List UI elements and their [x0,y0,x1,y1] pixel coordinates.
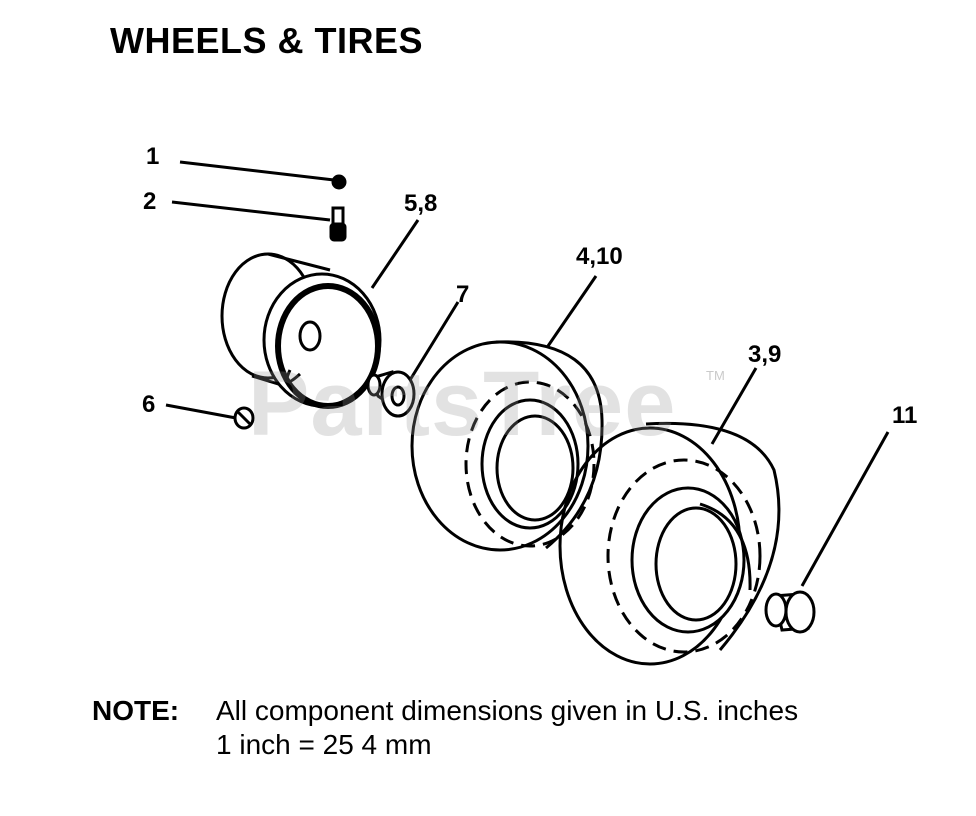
wheel-rim-part [220,252,382,409]
leader-2 [171,200,331,222]
leader-58 [370,219,420,289]
callout-2: 2 [143,188,157,215]
center-cap-part [764,590,816,634]
leader-410 [546,275,598,347]
bushing-part [366,370,416,418]
note-line-1: All component dimensions given in U.S. i… [216,695,799,726]
callout-3-9: 3,9 [748,341,782,368]
leader-7 [408,301,460,381]
callout-6: 6 [142,391,156,418]
callout-4-10: 4,10 [576,243,623,270]
leader-11 [800,431,890,587]
callout-1: 1 [146,143,160,170]
leader-6 [165,403,237,420]
leader-1 [179,160,335,182]
watermark: PartsTree [248,353,677,455]
rear-tire-part [558,421,781,666]
leader-39 [710,367,758,445]
page-title: WHEELS & TIRES [110,20,424,61]
front-tire-part [410,340,604,552]
valve-cap-part [331,174,347,190]
callout-7: 7 [456,281,470,308]
note-label: NOTE: [92,695,180,726]
trademark-symbol: TM [706,368,725,383]
bolt-part [233,406,255,430]
valve-stem-part [329,206,347,242]
note-line-2: 1 inch = 25 4 mm [216,729,432,760]
callout-11: 11 [892,402,918,429]
callout-5-8: 5,8 [404,190,438,217]
